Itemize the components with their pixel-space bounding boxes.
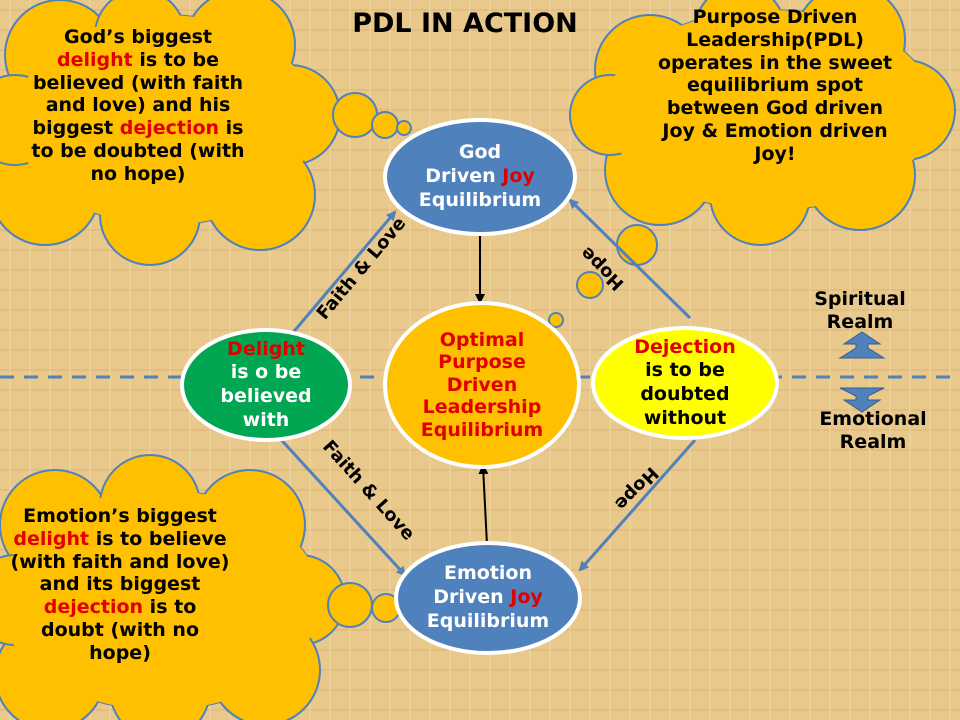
cloud-god-line: God’s biggest (64, 26, 212, 48)
node-optimal-line: Purpose (438, 351, 526, 374)
realm-emotional-line: Emotional (819, 408, 927, 430)
arrow-delight-to-god (283, 210, 397, 343)
arrow-down-icon (839, 387, 885, 413)
node-god-fragment: Driven (425, 165, 503, 188)
node-delight-line: is o be (230, 361, 302, 384)
node-dejection-line: without (643, 406, 727, 429)
cloud-emotion-text: Emotion’s biggest delight is to believe … (0, 505, 240, 665)
page-title: PDL IN ACTION (352, 8, 578, 39)
realm-label-spiritual: Spiritual Realm (800, 288, 920, 334)
node-optimal-line: Leadership (422, 396, 542, 419)
node-god: God Driven Joy Equilibrium (390, 125, 570, 229)
node-optimal-shape (383, 301, 581, 469)
cloud-god-line: and love) and his (45, 94, 231, 117)
node-delight-line: Delight (227, 337, 305, 360)
arrow-emotion-to-optimal (478, 464, 489, 546)
word-delight: delight (13, 527, 90, 550)
cloud-pdl-text: Purpose Driven Leadership(PDL) operates … (640, 6, 910, 166)
node-god-line: Equilibrium (418, 188, 542, 211)
realm-emotional-line: Realm (839, 430, 907, 453)
cloud-emotion-line: doubt (with no (40, 618, 200, 641)
node-emotion-line: Driven Joy (427, 586, 549, 610)
word-delight: delight (56, 48, 133, 71)
cloud-god (0, 0, 412, 266)
node-optimal-line: Optimal (439, 328, 525, 351)
node-optimal-line: Equilibrium (420, 418, 544, 441)
node-delight-line: with (242, 408, 290, 431)
cloud-god-fragment: biggest (32, 117, 120, 140)
node-god-line: God (458, 141, 502, 164)
cloud-god-fragment: is to be (132, 48, 220, 71)
cloud-emotion-fragment: is to (143, 596, 197, 619)
cloud-god-fragment: is (219, 117, 244, 140)
node-emotion: Emotion Driven Joy Equilibrium (398, 546, 578, 650)
node-emotion-line: Emotion (443, 562, 532, 585)
word-joy: Joy (510, 586, 543, 609)
cloud-emotion-line: and its biggest (39, 573, 201, 596)
word-joy: Joy (502, 165, 535, 188)
node-delight-line: believed (220, 385, 312, 407)
cloud-pdl-line: equilibrium spot (686, 74, 864, 97)
arrow-dejection-to-god (568, 198, 692, 320)
word-dejection: dejection (119, 117, 220, 140)
cloud-emotion-line: hope) (89, 641, 151, 664)
node-emotion-shape (394, 541, 582, 655)
cloud-pdl-line: Purpose Driven (692, 6, 858, 28)
cloud-god-line: believed (with faith (32, 71, 244, 94)
node-god-line: Driven Joy (419, 165, 541, 189)
cloud-pdl-line: Joy & Emotion driven (662, 119, 888, 142)
realm-spiritual-line: Realm (826, 310, 894, 333)
cloud-pdl-line: Joy! (754, 142, 796, 165)
cloud-god-line: delight is to be (18, 49, 258, 72)
cloud-emotion-fragment: is to believe (89, 527, 227, 550)
node-optimal-line: Driven (446, 373, 518, 396)
arrow-up-icon (838, 331, 886, 359)
node-optimal: Optimal Purpose Driven Leadership Equili… (390, 305, 574, 465)
cloud-emotion-line: (with faith and love) (10, 550, 230, 573)
cloud-god-line: to be doubted (with (31, 139, 245, 162)
cloud-emotion-line: dejection is to (0, 596, 240, 619)
cloud-god-line: biggest dejection is (18, 117, 258, 140)
node-dejection: Dejection is to be doubted without (595, 328, 775, 438)
cloud-pdl-line: between God driven (666, 97, 884, 120)
node-delight-shape (180, 328, 352, 442)
word-dejection: dejection (43, 596, 144, 619)
cloud-emotion-line: Emotion’s biggest (23, 505, 217, 527)
node-dejection-line: is to be (645, 359, 725, 382)
node-dejection-shape (591, 326, 779, 440)
cloud-emotion-line: delight is to believe (0, 528, 240, 551)
node-emotion-line: Equilibrium (426, 609, 550, 632)
node-dejection-line: doubted (640, 383, 730, 405)
node-god-shape (383, 118, 577, 236)
node-dejection-line: Dejection (634, 335, 736, 358)
cloud-god-text: God’s biggest delight is to be believed … (18, 26, 258, 186)
node-emotion-fragment: Driven (433, 586, 511, 609)
cloud-pdl-line: operates in the sweet (657, 51, 893, 74)
cloud-god-line: no hope) (90, 162, 186, 185)
realm-label-emotional: Emotional Realm (808, 408, 938, 454)
node-delight: Delight is o be believed with (185, 330, 347, 440)
arrow-delight-to-emotion (273, 431, 407, 577)
cloud-pdl (548, 0, 956, 328)
realm-spiritual-line: Spiritual (814, 288, 906, 310)
cloud-emotion (0, 454, 415, 720)
arrow-dejection-to-emotion (578, 439, 697, 572)
cloud-pdl-line: Leadership(PDL) (686, 28, 864, 51)
